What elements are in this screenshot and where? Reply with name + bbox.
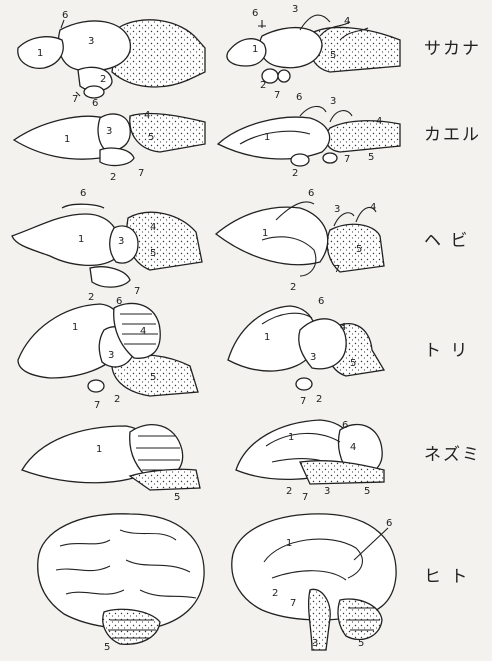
label-5: 5: [174, 492, 180, 503]
label-7: 7: [94, 400, 100, 411]
fish-brain-section: 6 3 4 1 5 2 7: [227, 4, 400, 101]
label-2: 2: [286, 486, 292, 497]
row-label: ヘ ビ: [424, 231, 469, 251]
label-6: 6: [80, 188, 86, 199]
label-3: 3: [324, 486, 330, 497]
row-label: カエル: [424, 125, 481, 145]
label-7: 7: [134, 286, 140, 297]
label-3: 3: [334, 204, 340, 215]
label-4: 4: [144, 110, 150, 121]
label-1: 1: [72, 322, 78, 333]
human-brain-external: 5: [38, 514, 204, 653]
label-2: 2: [290, 282, 296, 293]
label-7: 7: [290, 598, 296, 609]
label-1: 1: [264, 332, 270, 343]
label-1: 1: [252, 44, 258, 55]
label-3: 3: [312, 638, 318, 649]
label-6: 6: [318, 296, 324, 307]
label-2: 2: [316, 394, 322, 405]
label-4: 4: [344, 16, 350, 27]
row-label: サカナ: [424, 39, 481, 59]
label-1: 1: [286, 538, 292, 549]
label-5: 5: [150, 372, 156, 383]
bird-brain-external: 6 1 4 3 5 7 2: [18, 296, 198, 411]
label-1: 1: [288, 432, 294, 443]
label-4: 4: [376, 116, 382, 127]
mouse-brain-section: 6 1 4 2 7 3 5: [236, 420, 384, 503]
fish-brain-external: 1 3 2 6 7: [18, 10, 205, 105]
label-5: 5: [368, 152, 374, 163]
frog-brain-external: 1 3 6 4 5 2 7: [14, 98, 205, 183]
label-7: 7: [334, 264, 340, 275]
row-label: ト リ: [424, 341, 469, 361]
mouse-brain-external: 1 5: [22, 425, 200, 503]
label-1: 1: [264, 132, 270, 143]
label-5: 5: [356, 244, 362, 255]
label-2: 2: [88, 292, 94, 303]
snake-brain-section: 6 3 4 1 5 2 7: [216, 188, 384, 293]
label-2: 2: [114, 394, 120, 405]
label-3: 3: [292, 4, 298, 15]
label-1: 1: [78, 234, 84, 245]
snake-brain-external: 6 1 3 4 5 2 7: [12, 188, 202, 303]
label-3: 3: [106, 126, 112, 137]
label-2: 2: [292, 168, 298, 179]
label-7: 7: [344, 154, 350, 165]
label-3: 3: [108, 350, 114, 361]
label-7: 7: [274, 90, 280, 101]
label-6: 6: [116, 296, 122, 307]
label-5: 5: [148, 132, 154, 143]
label-6: 6: [308, 188, 314, 199]
label-6: 6: [296, 92, 302, 103]
label-4: 4: [350, 442, 356, 453]
label-6: 6: [252, 8, 258, 19]
label-4: 4: [140, 326, 146, 337]
label-1: 1: [37, 48, 43, 59]
label-6: 6: [62, 10, 68, 21]
label-7: 7: [72, 94, 78, 105]
label-5: 5: [150, 248, 156, 259]
label-5: 5: [358, 638, 364, 649]
bird-brain-section: 6 1 4 3 5 7 2: [228, 296, 384, 407]
label-3: 3: [118, 236, 124, 247]
label-6: 6: [342, 420, 348, 431]
label-7: 7: [300, 396, 306, 407]
label-1: 1: [96, 444, 102, 455]
label-3: 3: [310, 352, 316, 363]
row-label: ヒ ト: [424, 567, 469, 587]
label-3: 3: [88, 36, 94, 47]
label-5: 5: [330, 50, 336, 61]
label-5: 5: [350, 358, 356, 369]
human-brain-section: 6 1 2 7 3 5: [232, 514, 396, 650]
label-1: 1: [64, 134, 70, 145]
label-6: 6: [386, 518, 392, 529]
label-4: 4: [150, 222, 156, 233]
label-1: 1: [262, 228, 268, 239]
label-7: 7: [138, 168, 144, 179]
label-2: 2: [100, 74, 106, 85]
row-label: ネズミ: [424, 445, 481, 465]
label-4: 4: [370, 202, 376, 213]
label-5: 5: [104, 642, 110, 653]
label-2: 2: [272, 588, 278, 599]
label-7: 7: [302, 492, 308, 503]
label-2: 2: [260, 80, 266, 91]
label-2: 2: [110, 172, 116, 183]
frog-brain-section: 1 6 3 4 2 7 5: [218, 92, 400, 179]
label-4: 4: [340, 322, 346, 333]
label-6: 6: [92, 98, 98, 109]
label-5: 5: [364, 486, 370, 497]
label-3: 3: [330, 96, 336, 107]
